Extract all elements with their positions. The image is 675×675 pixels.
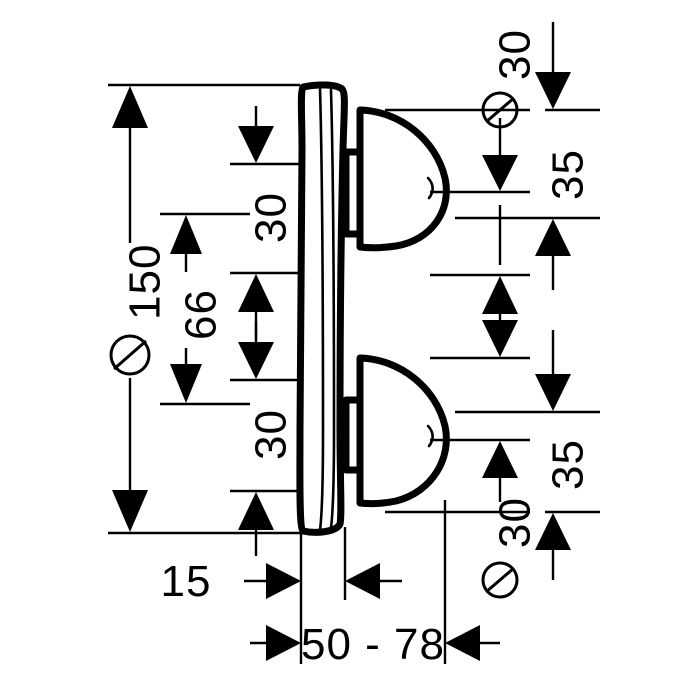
dimension-label-plate-diameter: 150 bbox=[121, 244, 170, 320]
dimension-upper-handle-height: 35 bbox=[455, 22, 600, 290]
arrowhead-up bbox=[482, 441, 518, 478]
diameter-symbol-icon bbox=[481, 91, 519, 129]
dimension-label-handle-spacing: 66 bbox=[177, 289, 226, 340]
diameter-symbol-icon bbox=[109, 334, 151, 376]
arrowhead-left bbox=[345, 563, 380, 599]
upper-handle bbox=[356, 106, 450, 252]
dimension-projection-range: 50 - 78 bbox=[250, 500, 500, 669]
arrowhead-up bbox=[535, 513, 571, 550]
arrowhead-up bbox=[535, 219, 571, 256]
arrowhead-down bbox=[535, 374, 571, 411]
arrowhead-down bbox=[238, 126, 274, 163]
dimension-label-upper-bore: 30 bbox=[491, 29, 540, 80]
part-geometry bbox=[296, 81, 450, 536]
dimension-plate-thickness: 15 bbox=[161, 527, 402, 664]
arrowhead-up bbox=[112, 86, 148, 128]
arrowhead-up bbox=[238, 492, 274, 530]
dimension-upper-offset: 30 bbox=[230, 106, 300, 340]
arrowhead-down bbox=[535, 72, 571, 109]
arrowhead-up bbox=[482, 276, 518, 314]
dimension-label-plate-thickness: 15 bbox=[161, 557, 212, 606]
diameter-symbol-icon bbox=[481, 561, 519, 599]
lower-handle bbox=[356, 354, 450, 508]
arrowhead-down bbox=[112, 490, 148, 532]
arrowhead-right bbox=[266, 563, 301, 599]
dimension-label-lower-handle-height: 35 bbox=[544, 439, 593, 490]
arrowhead-up bbox=[170, 215, 202, 254]
dimension-label-upper-offset: 30 bbox=[247, 192, 296, 243]
dimension-handle-spacing: 66 bbox=[160, 212, 250, 406]
arrowhead-down bbox=[170, 364, 202, 403]
arrowhead-left bbox=[445, 625, 480, 661]
dimension-label-lower-offset: 30 bbox=[247, 409, 296, 460]
dimension-label-upper-handle-height: 35 bbox=[544, 149, 593, 200]
arrowhead-right bbox=[266, 625, 301, 661]
arrowhead-down bbox=[238, 342, 274, 379]
dimension-lower-bore-diameter: 30 bbox=[385, 300, 540, 599]
dimension-lower-offset: 30 bbox=[230, 322, 300, 556]
escutcheon-plate bbox=[296, 81, 348, 536]
dimension-label-lower-bore: 30 bbox=[491, 497, 540, 548]
dimension-lower-handle-height: 35 bbox=[455, 330, 600, 580]
arrowhead-up bbox=[238, 274, 274, 312]
arrowhead-down bbox=[482, 155, 518, 191]
arrowhead-down bbox=[482, 320, 518, 357]
dimension-label-projection-range: 50 - 78 bbox=[301, 620, 445, 669]
dimension-plate-diameter: 150 bbox=[108, 83, 300, 535]
dimension-upper-bore-diameter: 30 bbox=[385, 29, 540, 314]
